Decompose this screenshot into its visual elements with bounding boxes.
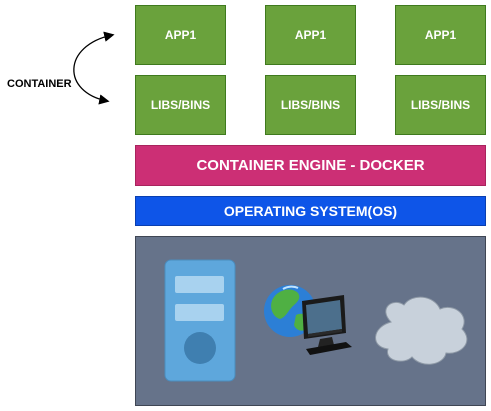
hardware-layer: [135, 236, 486, 406]
container-engine-layer: CONTAINER ENGINE - DOCKER: [135, 145, 486, 186]
hardware-icons: [164, 259, 468, 382]
globe-monitor-icon: [264, 285, 352, 355]
server-tower-icon: [164, 259, 236, 382]
app-box-1: APP1: [135, 5, 226, 65]
libs-bins-box-2: LIBS/BINS: [265, 75, 356, 135]
libs-bins-box-1: LIBS/BINS: [135, 75, 226, 135]
operating-system-layer: OPERATING SYSTEM(OS): [135, 196, 486, 226]
libs-bins-box-3: LIBS/BINS: [395, 75, 486, 135]
app-box-2: APP1: [265, 5, 356, 65]
cloud-icon: [375, 296, 468, 365]
app-box-3: APP1: [395, 5, 486, 65]
container-label: CONTAINER: [7, 78, 72, 90]
